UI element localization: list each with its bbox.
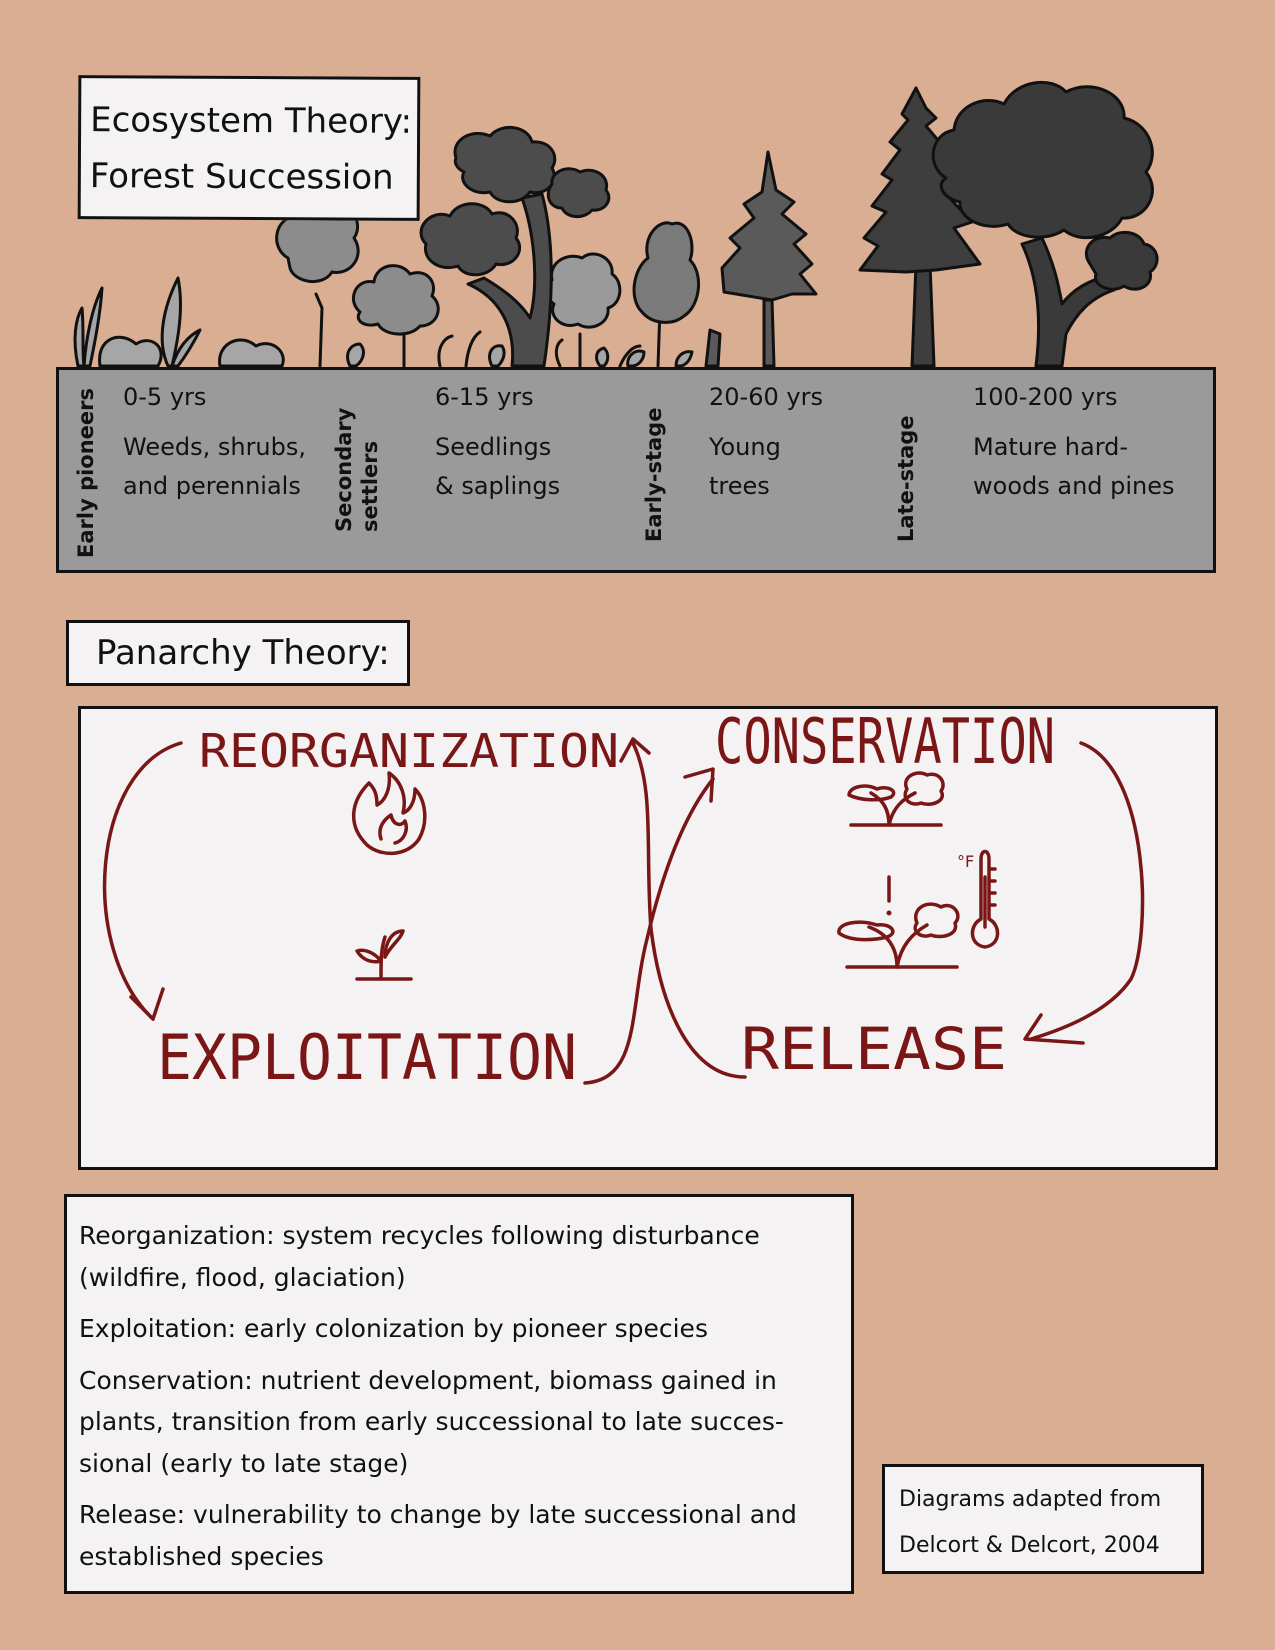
alert-mark-dot xyxy=(886,910,892,916)
stage-description: Young trees xyxy=(709,432,781,501)
phase-notes: Reorganization: system recycles followin… xyxy=(64,1194,854,1594)
panarchy-heading: Panarchy Theory: xyxy=(96,633,390,673)
arrowhead xyxy=(683,767,715,803)
panarchy-heading-box: Panarchy Theory: xyxy=(66,620,410,686)
stage-description: Seedlings & saplings xyxy=(435,432,561,501)
ground-plants-icon xyxy=(346,342,694,368)
stage-label-early-stage: Early-stage xyxy=(642,407,666,542)
phase-label-conservation: CONSERVATION xyxy=(715,709,1055,778)
phase-label-release: RELEASE xyxy=(741,1015,1007,1083)
arrow-release-to-reorganization xyxy=(631,741,747,1079)
phase-label-exploitation: EXPLOITATION xyxy=(157,1021,577,1094)
phase-label-reorganization: REORGANIZATION xyxy=(199,724,619,778)
arrow-exploitation-to-conservation xyxy=(583,777,715,1085)
credit-line-2: Delcort & Delcort, 2004 xyxy=(899,1533,1160,1559)
stage-info-secondary-settlers: 6-15 yrs Seedlings & saplings xyxy=(435,378,560,507)
note-conservation: Conservation: nutrient development, biom… xyxy=(79,1365,784,1478)
arrowhead xyxy=(129,987,165,1021)
title-line-1: Ecosystem Theory: xyxy=(90,100,413,142)
stage-years: 0-5 yrs xyxy=(123,383,207,411)
thermometer-icon xyxy=(970,849,1000,949)
title-box: Ecosystem Theory: Forest Succession xyxy=(77,75,421,221)
title-line-2: Forest Succession xyxy=(89,156,394,198)
stage-label-early-pioneers: Early pioneers xyxy=(74,387,98,558)
young-tree-icon xyxy=(632,150,818,368)
arrowhead xyxy=(1023,1013,1085,1045)
stage-description: Mature hard- woods and pines xyxy=(973,432,1175,501)
stage-info-early-stage: 20-60 yrs Young trees xyxy=(709,378,823,507)
credit-line-1: Diagrams adapted from xyxy=(899,1487,1162,1512)
mature-tree-icon xyxy=(847,771,945,827)
stage-label-secondary-settlers: Secondary settlers xyxy=(332,407,383,532)
fire-icon xyxy=(351,771,427,856)
broadleaf-tree-icon xyxy=(419,126,611,368)
pioneer-plants-icon xyxy=(73,276,285,368)
stage-info-early-pioneers: 0-5 yrs Weeds, shrubs, and perennials xyxy=(123,378,306,507)
arrow-reorganization-to-exploitation xyxy=(102,741,183,1021)
note-exploitation: Exploitation: early colonization by pion… xyxy=(79,1314,708,1343)
sprout-icon xyxy=(355,929,413,981)
stressed-tree-icon xyxy=(837,902,960,969)
stage-description: Weeds, shrubs, and perennials xyxy=(123,432,307,501)
note-release: Release: vulnerability to change by late… xyxy=(79,1500,797,1571)
credit-box: Diagrams adapted from Delcort & Delcort,… xyxy=(882,1464,1204,1574)
stage-info-late-stage: 100-200 yrs Mature hard- woods and pines xyxy=(973,378,1175,507)
hardwood-tree-icon xyxy=(931,80,1159,368)
arrow-conservation-to-release xyxy=(1029,741,1145,1041)
panarchy-cycle-diagram: °F REORGANIZATION CONSERVATION EXPLOITAT… xyxy=(102,709,1145,1094)
forest-succession-illustration xyxy=(73,80,1159,368)
stage-years: 100-200 yrs xyxy=(973,383,1118,411)
stage-years: 6-15 yrs xyxy=(435,383,534,411)
thermometer-unit: °F xyxy=(957,852,974,871)
note-reorganization: Reorganization: system recycles followin… xyxy=(79,1221,760,1292)
arrowhead xyxy=(619,737,651,763)
sapling-icon xyxy=(275,198,642,368)
stage-years: 20-60 yrs xyxy=(709,383,823,411)
stage-label-late-stage: Late-stage xyxy=(894,415,918,542)
panarchy-diagram: °F REORGANIZATION CONSERVATION EXPLOITAT… xyxy=(78,706,1218,1170)
succession-timeline: Early pioneers 0-5 yrs Weeds, shrubs, an… xyxy=(56,367,1216,573)
